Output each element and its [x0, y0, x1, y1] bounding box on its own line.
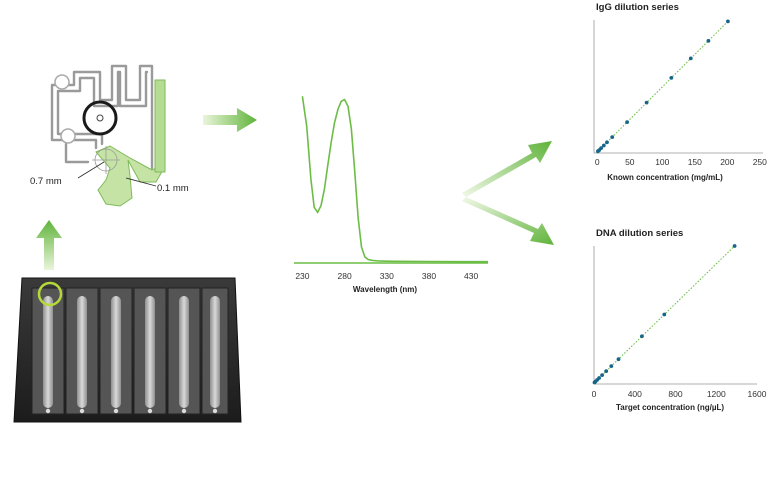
igg-chart-title: IgG dilution series — [596, 2, 679, 13]
green-channel-column — [154, 79, 166, 173]
microfluidic-chip-diagram: 0.7 mm 0.1 mm — [30, 64, 189, 207]
spectrum-tick-label: 280 — [338, 271, 352, 281]
dna-data-points — [592, 244, 737, 385]
tick-label: 1200 — [707, 389, 726, 399]
tick-label: 400 — [628, 389, 642, 399]
spectrum-x-label: Wavelength (nm) — [353, 285, 417, 294]
branch-arrows — [462, 141, 554, 245]
data-point — [597, 376, 601, 380]
data-point — [609, 364, 614, 368]
igg-data-points — [596, 19, 730, 154]
right-arrow-icon — [203, 108, 257, 132]
data-point — [640, 334, 644, 339]
arrow-to-igg-icon — [462, 141, 552, 197]
spectrum-tick-label: 380 — [422, 271, 436, 281]
data-point — [604, 369, 609, 373]
arrow-to-dna-icon — [462, 197, 554, 245]
data-point — [616, 357, 621, 362]
igg-tick-labels: 0 50 100 150 200 250 — [595, 157, 767, 167]
data-point — [625, 120, 629, 124]
green-channel-fill — [95, 79, 165, 207]
up-arrow-icon — [36, 220, 62, 270]
spectrum-tick-label: 330 — [380, 271, 394, 281]
data-point — [610, 135, 615, 140]
igg-dilution-chart: IgG dilution series 0 50 100 150 200 250 Know… — [593, 2, 767, 182]
dna-chart-title: DNA dilution series — [596, 228, 683, 239]
highlight-ring — [82, 100, 118, 136]
tick-label: 1600 — [748, 389, 767, 399]
outlet-reservoir — [60, 128, 76, 144]
tick-label: 800 — [668, 389, 682, 399]
spectrum-curve — [301, 96, 488, 263]
dna-x-label: Target concentration (ng/µL) — [616, 403, 724, 412]
absorbance-spectrum-chart: 230 280 330 380 430 Wavelength (nm) — [294, 96, 488, 294]
tick-label: 0 — [592, 389, 597, 399]
tick-label: 100 — [655, 157, 669, 167]
leader-line-0p7 — [77, 161, 105, 179]
data-point — [662, 312, 667, 317]
well-highlight-ring — [37, 281, 63, 307]
data-point — [605, 140, 609, 145]
dimension-label-0p7: 0.7 mm — [30, 176, 62, 187]
tick-label: 150 — [688, 157, 702, 167]
dimension-label-0p1: 0.1 mm — [157, 183, 189, 194]
microplate-image — [13, 277, 242, 423]
data-point — [732, 244, 737, 248]
data-point — [600, 373, 604, 377]
data-point — [688, 56, 693, 61]
tick-label: 50 — [625, 157, 635, 167]
data-point — [599, 146, 603, 151]
plate-strips — [31, 287, 229, 415]
data-point — [669, 76, 674, 80]
spectrum-tick-label: 430 — [464, 271, 478, 281]
spectrum-tick-labels: 230 280 330 380 430 — [295, 271, 478, 281]
tick-label: 250 — [753, 157, 767, 167]
data-point — [644, 100, 649, 105]
leader-line-0p1 — [125, 177, 157, 187]
data-point — [601, 143, 606, 148]
dna-dilution-chart: DNA dilution series 0 400 800 1200 1600 Targ… — [592, 228, 767, 412]
igg-x-label: Known concentration (mg/mL) — [607, 173, 723, 182]
data-point — [726, 19, 730, 24]
tick-label: 0 — [595, 157, 600, 167]
spectrum-tick-label: 230 — [295, 271, 309, 281]
dna-tick-labels: 0 400 800 1200 1600 — [592, 389, 767, 399]
data-point — [706, 39, 711, 43]
inlet-reservoir — [54, 74, 70, 90]
tick-label: 200 — [720, 157, 734, 167]
